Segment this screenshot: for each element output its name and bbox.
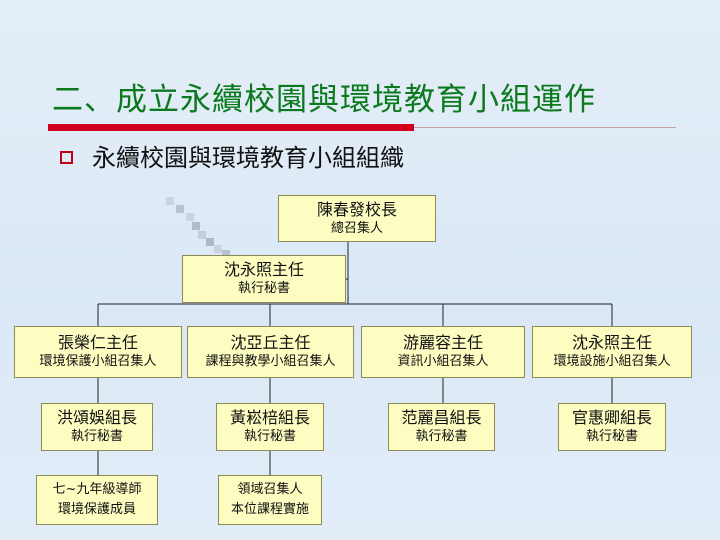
node-curriculum-leader: 黃崧棓組長 執行秘書 bbox=[216, 403, 324, 451]
node-facility-leader-name: 官惠卿組長 bbox=[571, 408, 652, 427]
title-underline bbox=[48, 124, 414, 131]
node-facility-leader-role: 執行秘書 bbox=[585, 429, 638, 444]
node-info-convener-name: 游麗容主任 bbox=[402, 333, 483, 352]
title-rule bbox=[414, 127, 676, 128]
node-facility-convener-role: 環境設施小組召集人 bbox=[553, 354, 671, 369]
node-env-members-role: 環境保護成員 bbox=[57, 502, 136, 517]
bullet-square-icon bbox=[60, 151, 73, 164]
node-env-leader: 洪頌娛組長 執行秘書 bbox=[41, 403, 153, 451]
node-curriculum-members: 領域召集人 本位課程實施 bbox=[218, 475, 322, 525]
node-facility-leader: 官惠卿組長 執行秘書 bbox=[558, 403, 666, 451]
node-info-leader: 范麗昌組長 執行秘書 bbox=[388, 403, 495, 451]
node-info-convener-role: 資訊小組召集人 bbox=[397, 354, 489, 369]
node-facility-convener-name: 沈永照主任 bbox=[571, 333, 652, 352]
page-title: 二、成立永續校園與環境教育小組運作 bbox=[52, 82, 596, 118]
node-exec-secretary-role: 執行秘書 bbox=[237, 281, 290, 296]
node-info-leader-role: 執行秘書 bbox=[415, 429, 468, 444]
node-exec-secretary-name: 沈永照主任 bbox=[223, 260, 304, 279]
node-principal-role: 總召集人 bbox=[330, 220, 383, 236]
node-curriculum-members-name: 領域召集人 bbox=[237, 482, 303, 497]
node-env-leader-name: 洪頌娛組長 bbox=[56, 408, 137, 427]
node-info-leader-name: 范麗昌組長 bbox=[401, 408, 482, 427]
node-info-convener: 游麗容主任 資訊小組召集人 bbox=[361, 326, 525, 378]
node-principal: 陳春發校長 總召集人 bbox=[278, 195, 436, 242]
node-curriculum-leader-name: 黃崧棓組長 bbox=[229, 408, 310, 427]
node-env-members: 七~九年級導師 環境保護成員 bbox=[36, 475, 158, 525]
node-env-convener-name: 張榮仁主任 bbox=[57, 333, 138, 352]
node-curriculum-convener: 沈亞丘主任 課程與教學小組召集人 bbox=[187, 326, 354, 378]
node-env-convener: 張榮仁主任 環境保護小組召集人 bbox=[14, 326, 182, 378]
node-exec-secretary: 沈永照主任 執行秘書 bbox=[182, 255, 346, 303]
node-env-leader-role: 執行秘書 bbox=[70, 429, 123, 444]
node-curriculum-convener-name: 沈亞丘主任 bbox=[230, 333, 311, 352]
node-curriculum-convener-role: 課程與教學小組召集人 bbox=[205, 354, 336, 369]
node-principal-name: 陳春發校長 bbox=[316, 199, 397, 219]
node-curriculum-leader-role: 執行秘書 bbox=[243, 429, 296, 444]
section-subtitle: 永續校園與環境教育小組組織 bbox=[92, 144, 404, 172]
node-env-convener-role: 環境保護小組召集人 bbox=[39, 354, 157, 369]
node-facility-convener: 沈永照主任 環境設施小組召集人 bbox=[532, 326, 692, 378]
node-curriculum-members-role: 本位課程實施 bbox=[230, 502, 309, 517]
node-env-members-name: 七~九年級導師 bbox=[52, 482, 142, 497]
